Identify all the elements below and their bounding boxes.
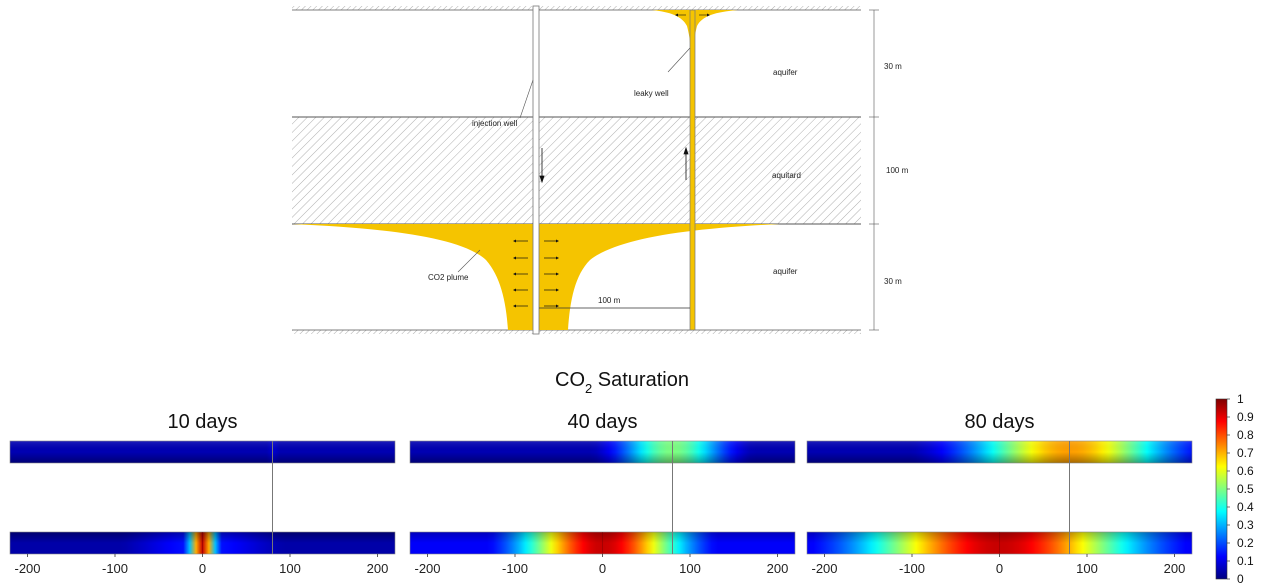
colorbar-tick-label: 1 <box>1237 392 1244 406</box>
colorbar-tick-label: 0.8 <box>1237 428 1254 442</box>
injection-well-label: injection well <box>472 119 518 128</box>
x-tick-label: -100 <box>102 561 128 576</box>
lower-aquifer-label: aquifer <box>773 267 798 276</box>
colorbar-gradient <box>1215 398 1228 580</box>
leaky-well-label: leaky well <box>634 89 669 98</box>
figure-title: CO2 Saturation <box>555 369 689 396</box>
saturation-panel: 80 days -200 -100 0 100 200 <box>806 411 1193 576</box>
up-arrow-icon <box>683 146 689 180</box>
leaky-well <box>689 9 696 331</box>
colorbar-tick-label: 0.4 <box>1237 500 1254 514</box>
plume-flow-arrows <box>513 13 710 308</box>
colorbar-tick-label: 0.5 <box>1237 482 1254 496</box>
colorbar-tick-label: 0.2 <box>1237 536 1254 550</box>
x-tick-label: -200 <box>811 561 837 576</box>
panel-title: 80 days <box>964 411 1034 433</box>
x-tick-label: 200 <box>1164 561 1186 576</box>
colorbar-tick-label: 0 <box>1237 572 1244 584</box>
x-tick-label: 200 <box>367 561 389 576</box>
x-tick-label: 100 <box>1076 561 1098 576</box>
panel-title: 10 days <box>167 411 237 433</box>
colorbar-tick-label: 0.1 <box>1237 554 1254 568</box>
colorbar-tick-label: 0.9 <box>1237 410 1254 424</box>
x-tick-label: 0 <box>996 561 1003 576</box>
aquitard-label: aquitard <box>772 171 801 180</box>
x-tick-label: 100 <box>279 561 301 576</box>
middle-thickness-label: 100 m <box>886 166 909 175</box>
down-arrow-icon <box>539 148 545 184</box>
aquitard-band <box>292 117 861 224</box>
x-tick-label: -100 <box>502 561 528 576</box>
x-tick-label: -200 <box>14 561 40 576</box>
x-tick-label: 0 <box>599 561 606 576</box>
x-tick-label: 200 <box>767 561 789 576</box>
thickness-dimension <box>869 9 879 331</box>
upper-aquifer-label: aquifer <box>773 68 798 77</box>
top-boundary <box>292 6 861 10</box>
colorbar-tick-label: 0.3 <box>1237 518 1254 532</box>
x-tick-label: -100 <box>899 561 925 576</box>
bottom-boundary <box>292 330 861 334</box>
distance-label: 100 m <box>598 296 621 305</box>
colorbar: 1 0.9 0.8 0.7 0.6 0.5 0.4 0.3 0.2 0.1 0 <box>1215 392 1254 584</box>
upper-thickness-label: 30 m <box>884 62 902 71</box>
colorbar-tick-label: 0.6 <box>1237 464 1254 478</box>
x-tick-label: 100 <box>679 561 701 576</box>
lower-thickness-label: 30 m <box>884 277 902 286</box>
injection-well <box>532 5 540 335</box>
saturation-panel: 40 days -200 -100 0 100 200 <box>409 411 796 576</box>
x-tick-label: -200 <box>414 561 440 576</box>
co2-plume-label: CO2 plume <box>428 273 469 282</box>
panel-title: 40 days <box>567 411 637 433</box>
saturation-panel: 10 days -200 -100 0 100 200 <box>9 411 396 576</box>
colorbar-tick-label: 0.7 <box>1237 446 1254 460</box>
schematic-diagram: injection well leaky well CO2 plume aqui… <box>292 5 909 335</box>
x-tick-label: 0 <box>199 561 206 576</box>
